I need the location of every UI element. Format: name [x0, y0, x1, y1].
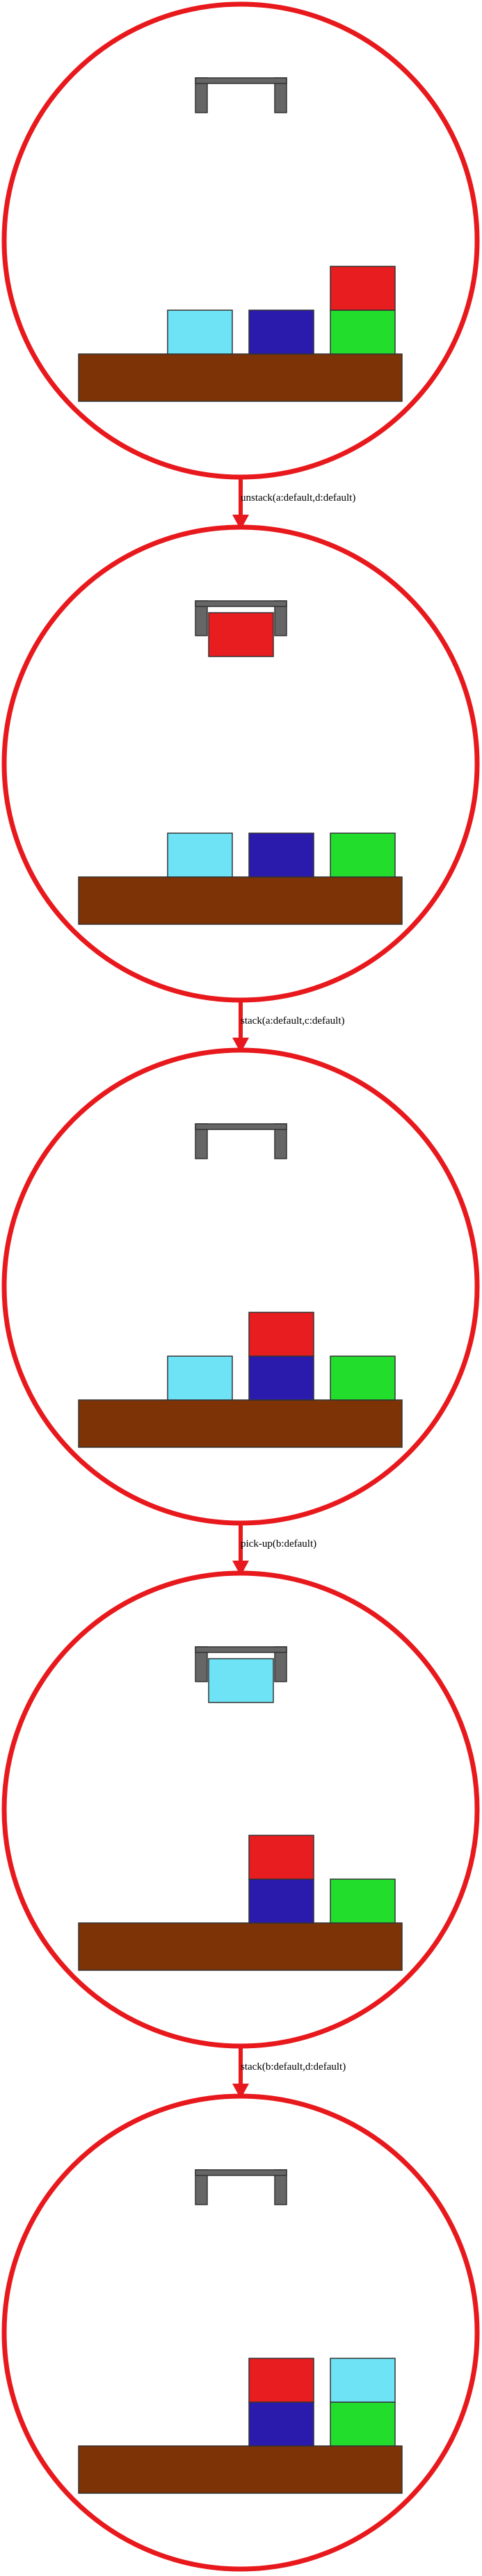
transition-arrow-3	[232, 1520, 249, 1576]
table	[78, 2445, 403, 2494]
transition-arrow-1	[232, 474, 249, 530]
action-label-3: pick-up(b:default)	[241, 1538, 316, 1549]
block-d	[330, 1878, 396, 1924]
transition-arrows	[232, 474, 249, 2099]
block-d	[330, 309, 396, 355]
block-d	[330, 1355, 396, 1401]
block-a	[248, 2358, 314, 2403]
state-2	[1, 524, 480, 1003]
gripper	[195, 2169, 287, 2205]
block-d	[330, 832, 396, 878]
gripper	[195, 600, 287, 657]
state-4	[1, 1570, 480, 2049]
block-b	[167, 832, 233, 878]
table	[78, 876, 403, 925]
block-d	[330, 2401, 396, 2447]
held-block-a	[208, 612, 274, 657]
state-circle	[1, 1, 480, 480]
block-c	[248, 309, 314, 355]
block-b	[167, 309, 233, 355]
block-c	[248, 1355, 314, 1401]
gripper	[195, 77, 287, 113]
state-circle	[1, 524, 480, 1003]
block-a	[330, 266, 396, 311]
state-circle	[1, 2093, 480, 2572]
table	[78, 353, 403, 402]
state-3	[1, 1047, 480, 1526]
block-c	[248, 2401, 314, 2447]
gripper	[195, 1123, 287, 1159]
transition-arrow-2	[232, 997, 249, 1053]
gripper	[195, 1646, 287, 1703]
transition-arrow-4	[232, 2043, 249, 2099]
arrow-head	[232, 1561, 249, 1576]
block-b	[330, 2358, 396, 2403]
gripper-bar	[195, 1123, 287, 1130]
gripper-bar	[195, 1646, 287, 1653]
state-1	[1, 1, 480, 480]
state-5	[1, 2093, 480, 2572]
state-circle	[1, 1047, 480, 1526]
arrow-head	[232, 2084, 249, 2099]
gripper-bar	[195, 600, 287, 607]
action-label-1: unstack(a:default,d:default)	[241, 492, 355, 504]
arrow-head	[232, 1038, 249, 1053]
action-label-4: stack(b:default,d:default)	[241, 2061, 346, 2072]
block-b	[167, 1355, 233, 1401]
block-c	[248, 832, 314, 878]
block-a	[248, 1835, 314, 1880]
held-block-b	[208, 1658, 274, 1703]
table	[78, 1922, 403, 1971]
action-label-2: stack(a:default,c:default)	[241, 1015, 345, 1027]
gripper-bar	[195, 77, 287, 84]
arrow-head	[232, 515, 249, 530]
block-a	[248, 1312, 314, 1357]
table	[78, 1399, 403, 1448]
block-c	[248, 1878, 314, 1924]
gripper-bar	[195, 2169, 287, 2176]
state-circle	[1, 1570, 480, 2049]
action-labels: unstack(a:default,d:default) stack(a:defa…	[241, 492, 355, 2072]
